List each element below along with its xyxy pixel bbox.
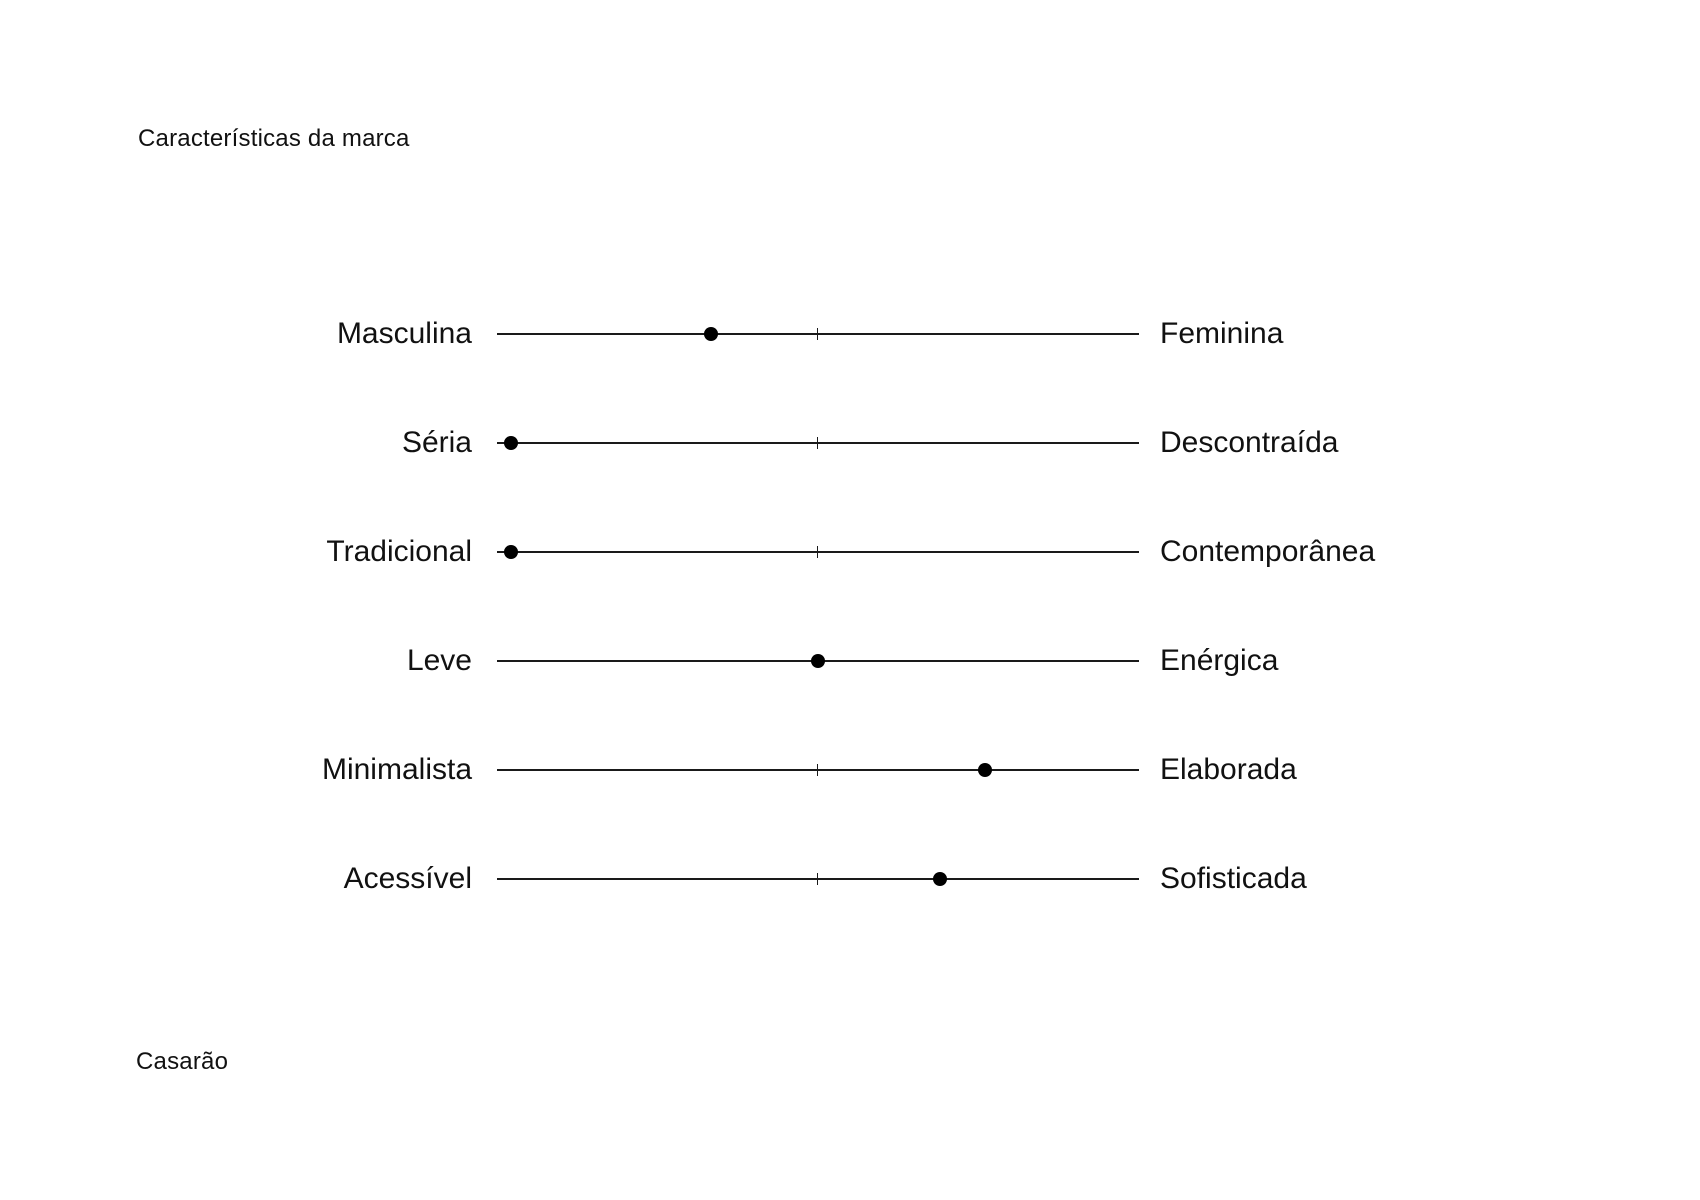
scale-marker <box>504 545 519 559</box>
scale-row-acessivel-sofisticada: Acessível Sofisticada <box>0 859 1700 899</box>
scale-right-label: Enérgica <box>1160 644 1279 677</box>
scale-track <box>497 333 1139 335</box>
scale-row-masculina-feminina: Masculina Feminina <box>0 314 1700 354</box>
scale-right-label: Elaborada <box>1160 753 1297 786</box>
scale-left-label: Minimalista <box>321 753 472 786</box>
scale-marker <box>504 436 519 450</box>
scale-midpoint-tick <box>817 546 818 558</box>
scale-track <box>497 769 1139 771</box>
scale-left-label: Leve <box>406 644 472 677</box>
scale-left-label: Acessível <box>343 862 472 895</box>
scale-midpoint-tick <box>817 328 818 340</box>
section-title: Características da marca <box>138 125 410 152</box>
scale-marker <box>977 763 992 777</box>
scale-track <box>497 878 1139 880</box>
scale-marker <box>704 327 719 341</box>
scale-marker <box>811 654 825 668</box>
scale-right-label: Contemporânea <box>1160 535 1376 568</box>
brand-name: Casarão <box>136 1048 229 1075</box>
scale-row-seria-descontraida: Séria Descontraída <box>0 423 1700 463</box>
scale-row-minimalista-elaborada: Minimalista Elaborada <box>0 750 1700 790</box>
scale-midpoint-tick <box>817 873 818 885</box>
scale-right-label: Sofisticada <box>1160 862 1307 895</box>
scale-track <box>497 551 1139 553</box>
scale-track <box>497 442 1139 444</box>
scale-marker <box>932 872 947 886</box>
scale-left-label: Tradicional <box>326 535 472 568</box>
scale-row-leve-energica: Leve Enérgica <box>0 641 1700 681</box>
scale-right-label: Descontraída <box>1160 426 1339 459</box>
scale-left-label: Séria <box>401 426 472 459</box>
scale-left-label: Masculina <box>336 317 472 350</box>
scale-midpoint-tick <box>817 764 818 776</box>
scale-right-label: Feminina <box>1160 317 1284 350</box>
scale-row-tradicional-contemporanea: Tradicional Contemporânea <box>0 532 1700 572</box>
scale-midpoint-tick <box>817 437 818 449</box>
